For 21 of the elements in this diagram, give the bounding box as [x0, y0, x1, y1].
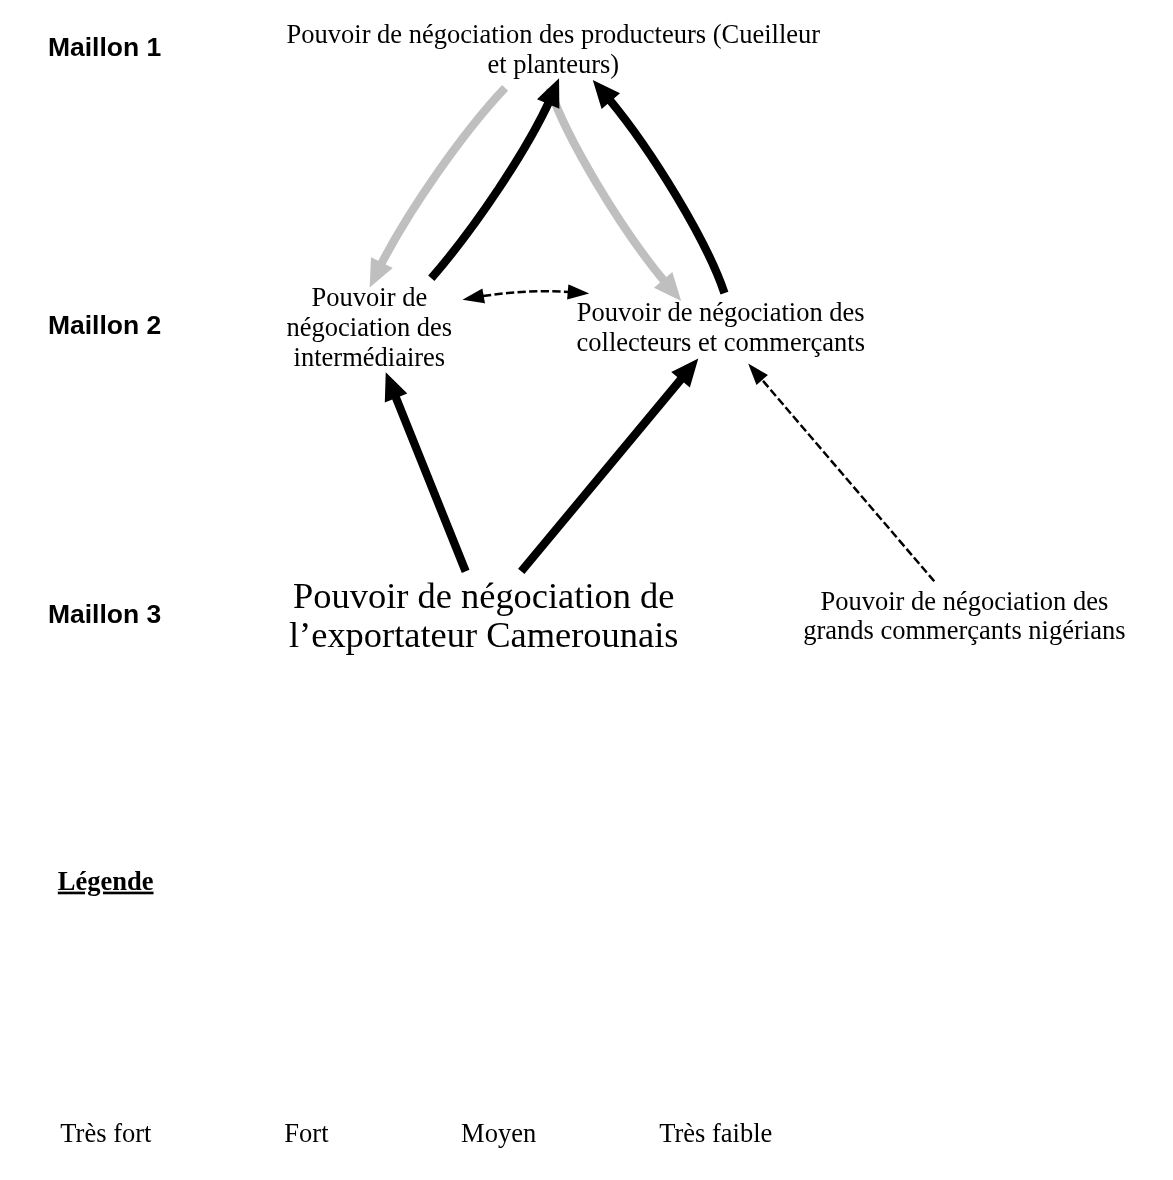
arrow [462, 284, 590, 304]
legend-label: Fort [284, 1117, 329, 1148]
arrow [545, 86, 682, 302]
arrow [384, 372, 470, 573]
arrow [369, 85, 509, 288]
arrow [592, 80, 729, 295]
label: Maillon 1 [47, 32, 162, 63]
node-text: Pouvoir de négociation des intermédiaires [286, 282, 453, 372]
legend-label: Moyen [461, 1117, 537, 1148]
node-text: Pouvoir de négociation des grands commerçants nigérians [803, 585, 1126, 646]
node-text: Pouvoir de négociation des producteurs (Cueilleur et planteurs) [286, 18, 821, 79]
legend-label: Très faible [659, 1117, 773, 1148]
arrow [428, 78, 560, 281]
arrow [748, 363, 936, 583]
label: Maillon 2 [47, 310, 162, 341]
node-text: Pouvoir de négociation des collecteurs et commerçants [576, 297, 865, 358]
label: Légende [57, 865, 154, 896]
legend-label: Très fort [60, 1117, 152, 1148]
node-text: Pouvoir de négociation de l’exportateur Camerounais [288, 575, 679, 656]
arrow [518, 358, 699, 575]
label: Maillon 3 [47, 598, 162, 629]
